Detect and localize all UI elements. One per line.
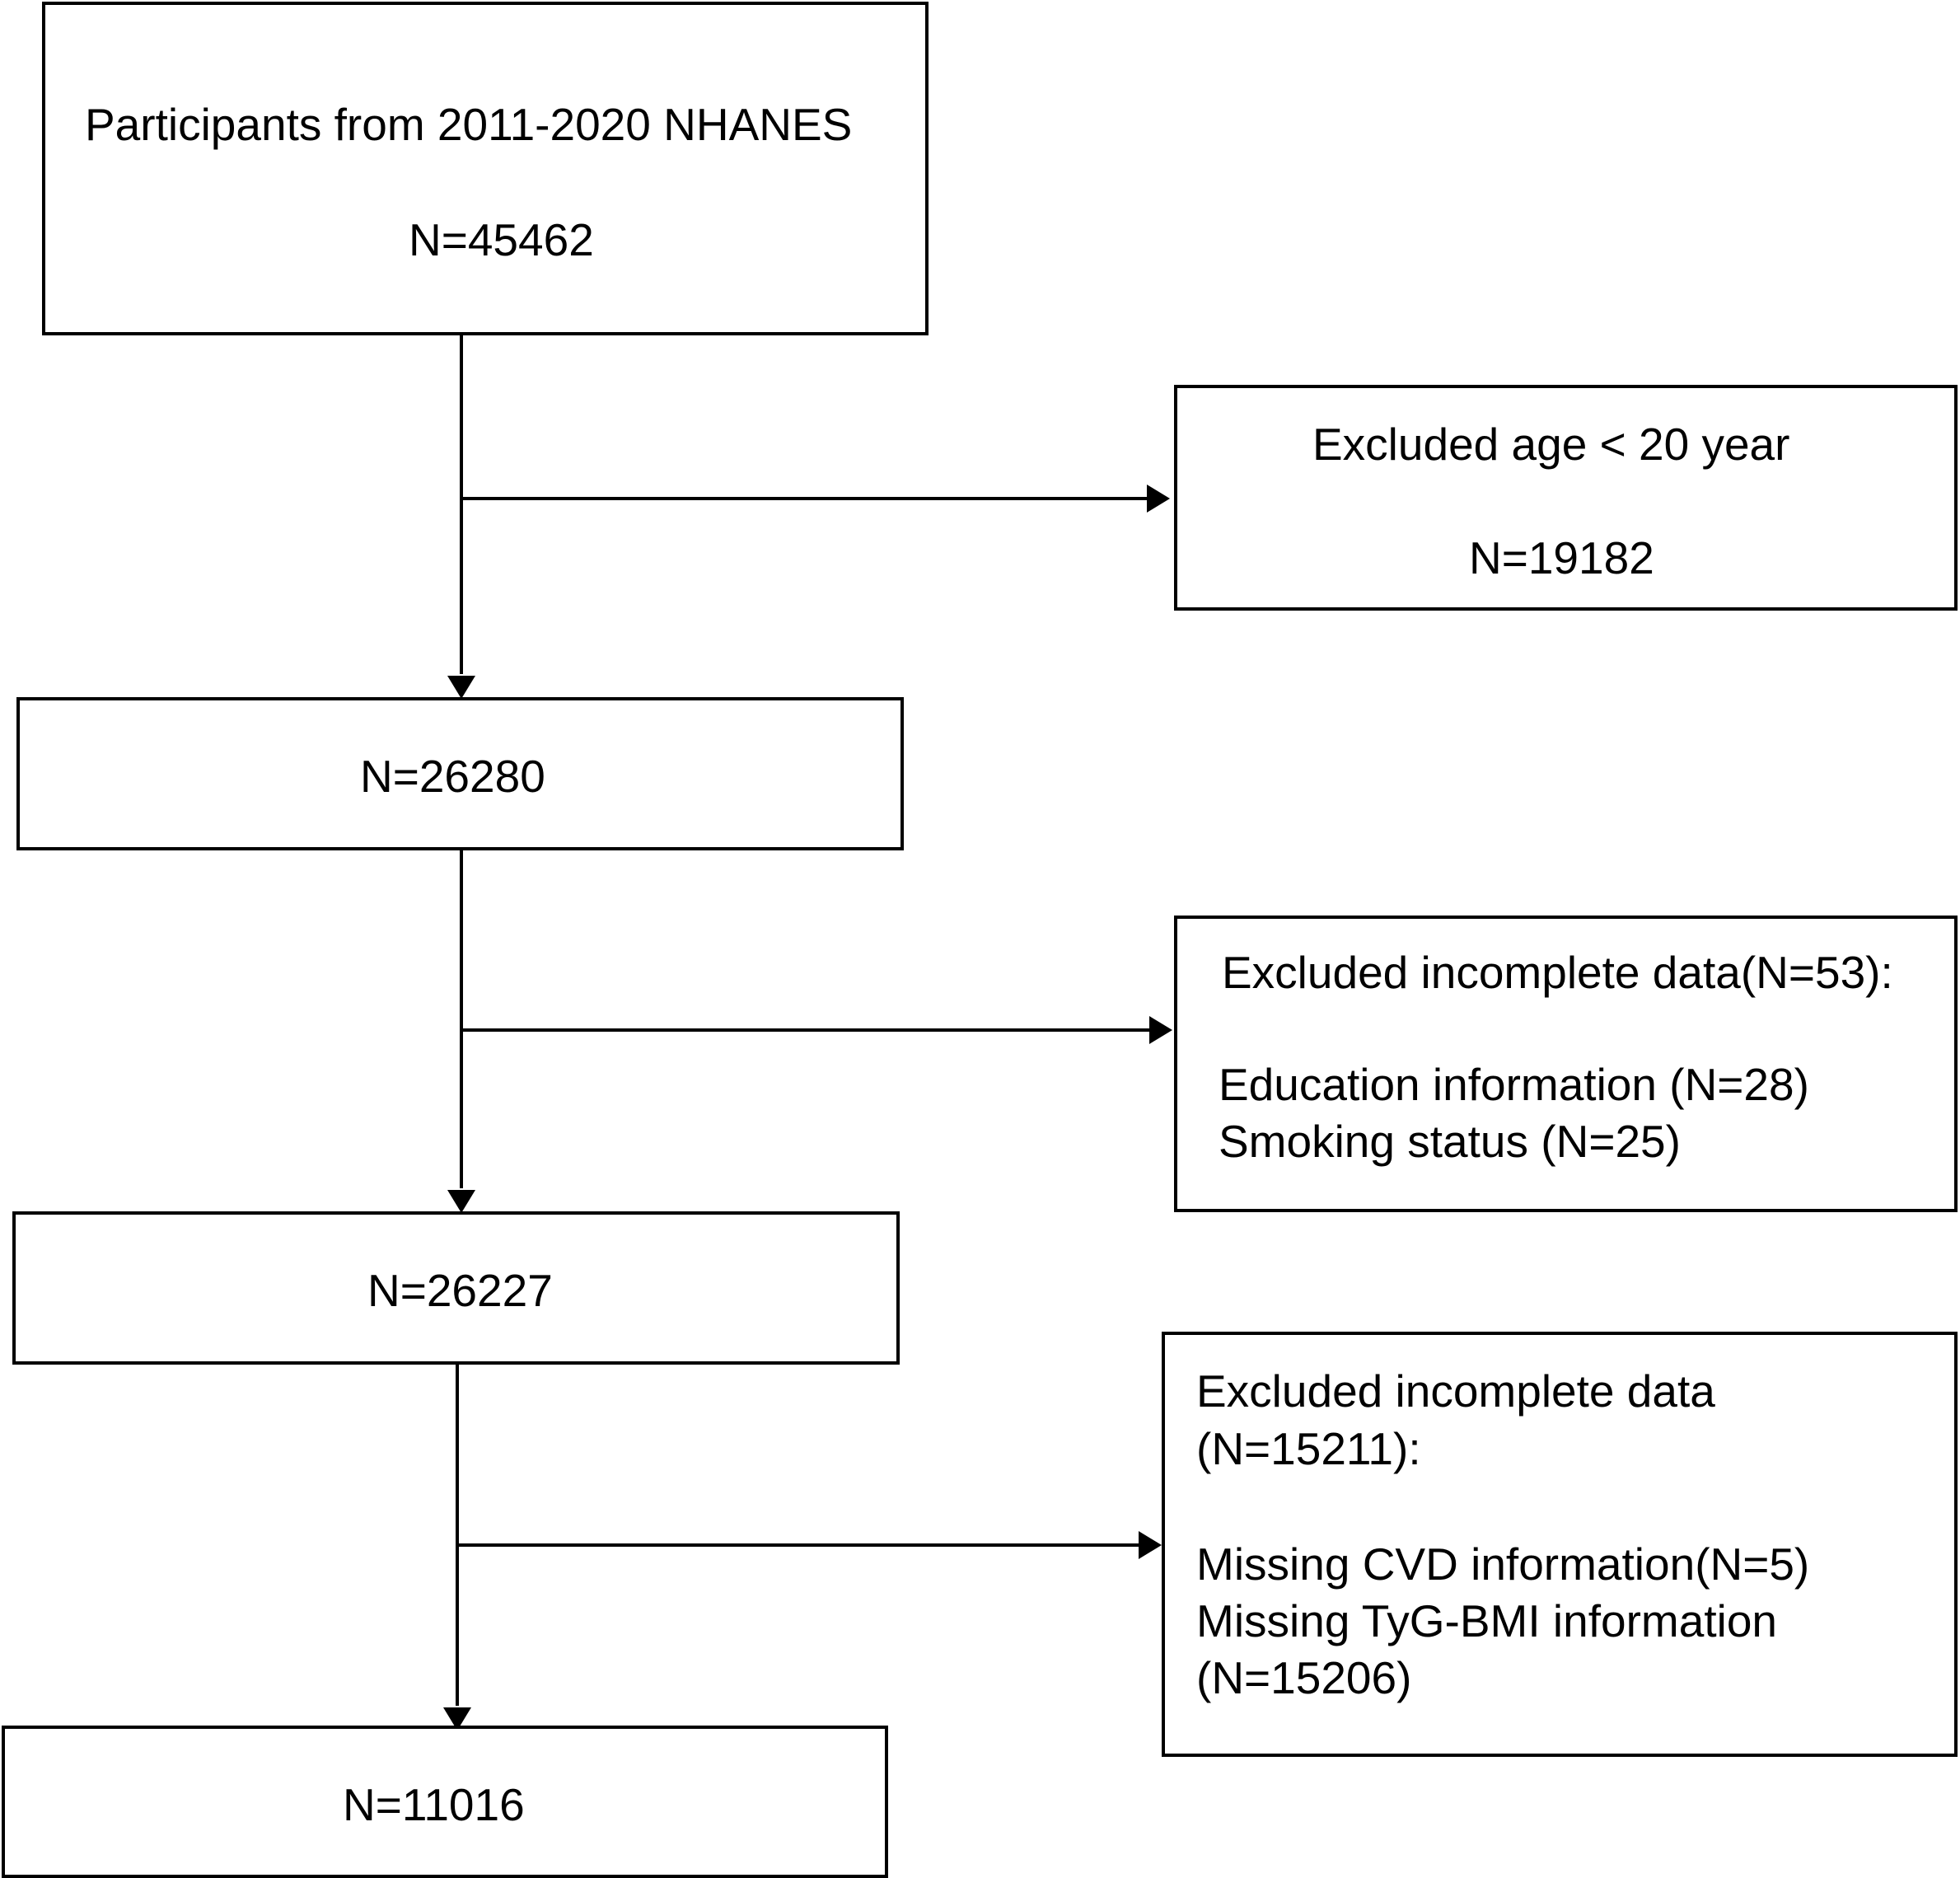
start-count: N=45462 [409,214,594,265]
start-title: Participants from 2011-2020 NHANES [85,99,853,150]
exclusion3-item: (N=15206) [1196,1652,1412,1703]
step1-count: N=26280 [360,751,545,802]
step2-count: N=26227 [367,1265,553,1316]
arrowhead-down-1 [447,676,475,699]
exclusion-age-count: N=19182 [1469,532,1654,583]
arrowhead-right-3 [1139,1531,1162,1559]
exclusion3-title: Excluded incomplete data [1196,1365,1715,1417]
final-box: N=11016 [2,1726,888,1878]
arrowhead-down-2 [447,1190,475,1213]
exclusion2-item: Smoking status (N=25) [1219,1116,1681,1167]
arrowhead-right-2 [1149,1016,1172,1044]
exclusion-box-incomplete-2: Excluded incomplete data (N=15211): Miss… [1162,1332,1958,1757]
final-count: N=11016 [343,1779,525,1830]
step-box-2: N=26227 [12,1211,900,1365]
start-box: Participants from 2011-2020 NHANES N=454… [42,2,929,335]
exclusion2-item: Education information (N=28) [1219,1059,1809,1110]
exclusion3-item: Missing CVD information(N=5) [1196,1538,1810,1590]
exclusion3-title-count: (N=15211): [1196,1423,1421,1474]
exclusion-box-incomplete-1: Excluded incomplete data(N=53): Educatio… [1174,916,1958,1212]
exclusion-age-title: Excluded age < 20 year [1312,419,1790,470]
exclusion3-item: Missing TyG-BMI information [1196,1595,1778,1646]
arrowhead-right-1 [1147,485,1170,513]
arrowhead-down-3 [443,1707,471,1730]
step-box-1: N=26280 [16,697,904,850]
exclusion2-title: Excluded incomplete data(N=53): [1222,947,1893,998]
exclusion-box-age: Excluded age < 20 year N=19182 [1174,385,1958,611]
